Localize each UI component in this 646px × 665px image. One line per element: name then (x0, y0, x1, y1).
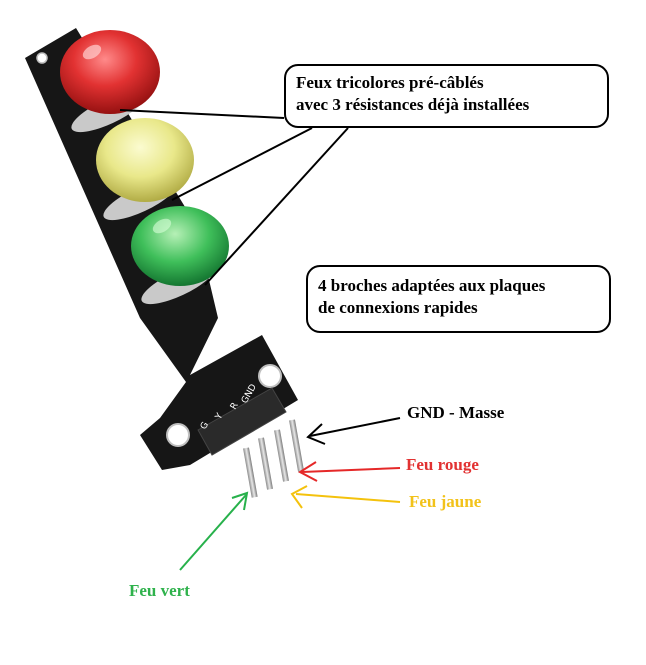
arrow-gnd (306, 417, 401, 445)
callout-pins-line1: 4 broches adaptées aux plaques (318, 276, 546, 295)
arrow-yellow (290, 485, 401, 509)
arrow-red (297, 461, 401, 482)
callout-resistors-line1: Feux tricolores pré-câblés (296, 73, 484, 92)
callout-pins: 4 broches adaptées aux plaques de connex… (306, 265, 611, 333)
svg-text:G: G (199, 420, 211, 431)
callout-resistors: Feux tricolores pré-câblés avec 3 résist… (284, 64, 609, 128)
label-yellow: Feu jaune (409, 492, 482, 511)
pin-arrows (179, 417, 401, 571)
pin-header (197, 387, 304, 498)
pin-gnd (289, 419, 304, 472)
callout-pins-line2: de connexions rapides (318, 298, 478, 317)
callout-leaders (119, 109, 349, 286)
label-gnd: GND - Masse (407, 403, 505, 422)
led-green (131, 206, 229, 305)
mounting-hole (166, 423, 190, 447)
led-yellow (96, 118, 194, 221)
label-green: Feu vert (129, 581, 190, 600)
mounting-hole (258, 364, 282, 388)
svg-text:R: R (229, 401, 241, 411)
pin-green (243, 447, 258, 498)
arrow-green (179, 491, 249, 571)
svg-text:Y: Y (213, 411, 225, 422)
label-red: Feu rouge (406, 455, 479, 474)
led-red (60, 30, 160, 133)
pin-red (274, 429, 289, 482)
mounting-hole (36, 52, 48, 64)
callout-resistors-line2: avec 3 résistances déjà installées (296, 95, 530, 114)
pin-yellow (258, 437, 273, 490)
